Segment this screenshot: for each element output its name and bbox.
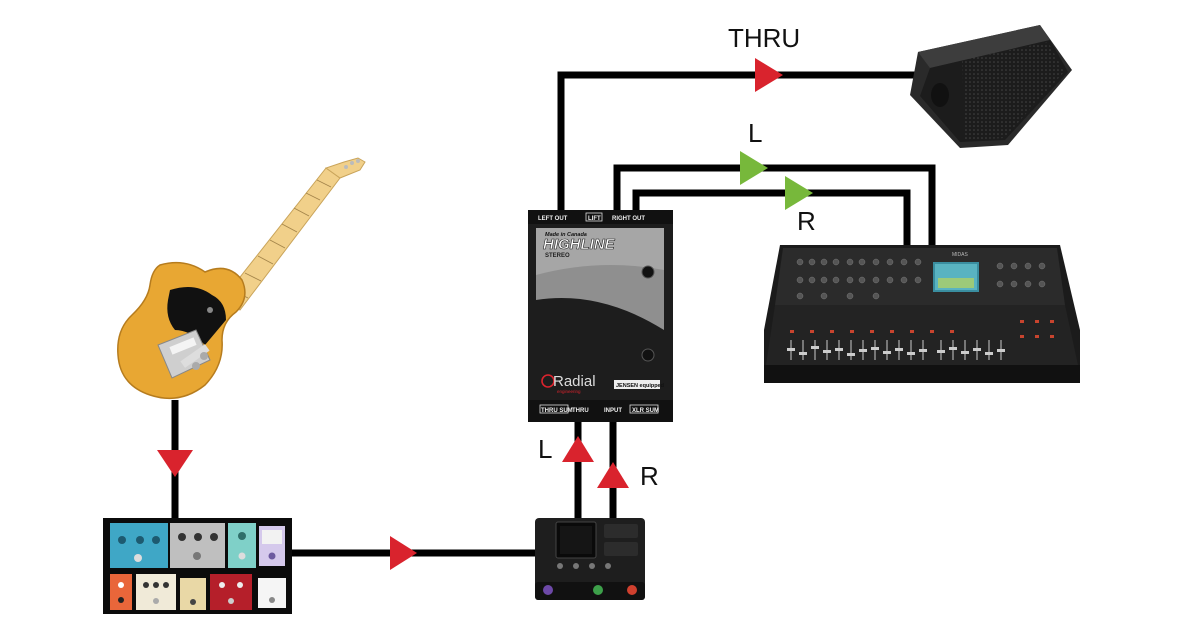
di-brand: Radial bbox=[553, 373, 596, 390]
di-lift-label: LIFT bbox=[588, 216, 601, 222]
di-box: LEFT OUT LIFT RIGHT OUT Made in Canada H… bbox=[528, 210, 673, 422]
label-thru: THRU bbox=[728, 23, 800, 53]
arrow-thru bbox=[755, 58, 783, 92]
di-thru-sum-label: THRU SUM bbox=[541, 408, 573, 414]
label-right-in: R bbox=[640, 461, 659, 491]
di-model-sub: STEREO bbox=[545, 253, 570, 259]
electric-guitar bbox=[117, 157, 366, 400]
speaker-monitor bbox=[910, 25, 1072, 148]
di-badge: JENSEN equipped bbox=[616, 383, 664, 389]
pedal-white bbox=[258, 578, 286, 608]
label-left-out: L bbox=[748, 118, 762, 148]
arrow-left-out bbox=[740, 151, 768, 185]
effects-processor bbox=[535, 518, 645, 600]
mixer-brand: MIDAS bbox=[952, 252, 969, 258]
cable-right-to-mixer bbox=[632, 189, 911, 250]
di-right-out-label: RIGHT OUT bbox=[612, 216, 645, 222]
flow-arrows bbox=[157, 58, 813, 570]
mixer-buttons bbox=[790, 320, 1054, 338]
label-left-in: L bbox=[538, 434, 552, 464]
mixing-console: MIDAS bbox=[764, 245, 1080, 383]
pedal-cream bbox=[136, 574, 176, 610]
pedal-tan bbox=[180, 578, 206, 610]
di-input-label: INPUT bbox=[604, 408, 622, 414]
di-made-in: Made in Canada bbox=[545, 232, 587, 238]
arrow-processor-right-up bbox=[597, 462, 629, 488]
di-thru-label: THRU bbox=[572, 408, 589, 414]
mixer-knobs bbox=[796, 258, 1046, 300]
di-model: HIGHLINE bbox=[543, 236, 616, 253]
pedal-red bbox=[210, 574, 252, 610]
di-xlr-sum-label: XLR SUM bbox=[632, 408, 659, 414]
pedal-silver bbox=[170, 523, 225, 568]
arrow-pedalboard-right bbox=[390, 536, 417, 570]
label-right-out: R bbox=[797, 206, 816, 236]
pedal-teal bbox=[228, 523, 256, 568]
cable-thru-to-speaker bbox=[557, 71, 915, 210]
arrow-right-out bbox=[785, 176, 813, 210]
di-brand-sub: engineering bbox=[557, 389, 581, 394]
pedal-orange bbox=[110, 574, 132, 610]
arrow-processor-left-up bbox=[562, 436, 594, 462]
cable-left-to-mixer bbox=[613, 164, 936, 250]
pedalboard bbox=[103, 518, 292, 614]
arrow-guitar-down bbox=[157, 450, 193, 477]
di-left-out-label: LEFT OUT bbox=[538, 216, 568, 222]
